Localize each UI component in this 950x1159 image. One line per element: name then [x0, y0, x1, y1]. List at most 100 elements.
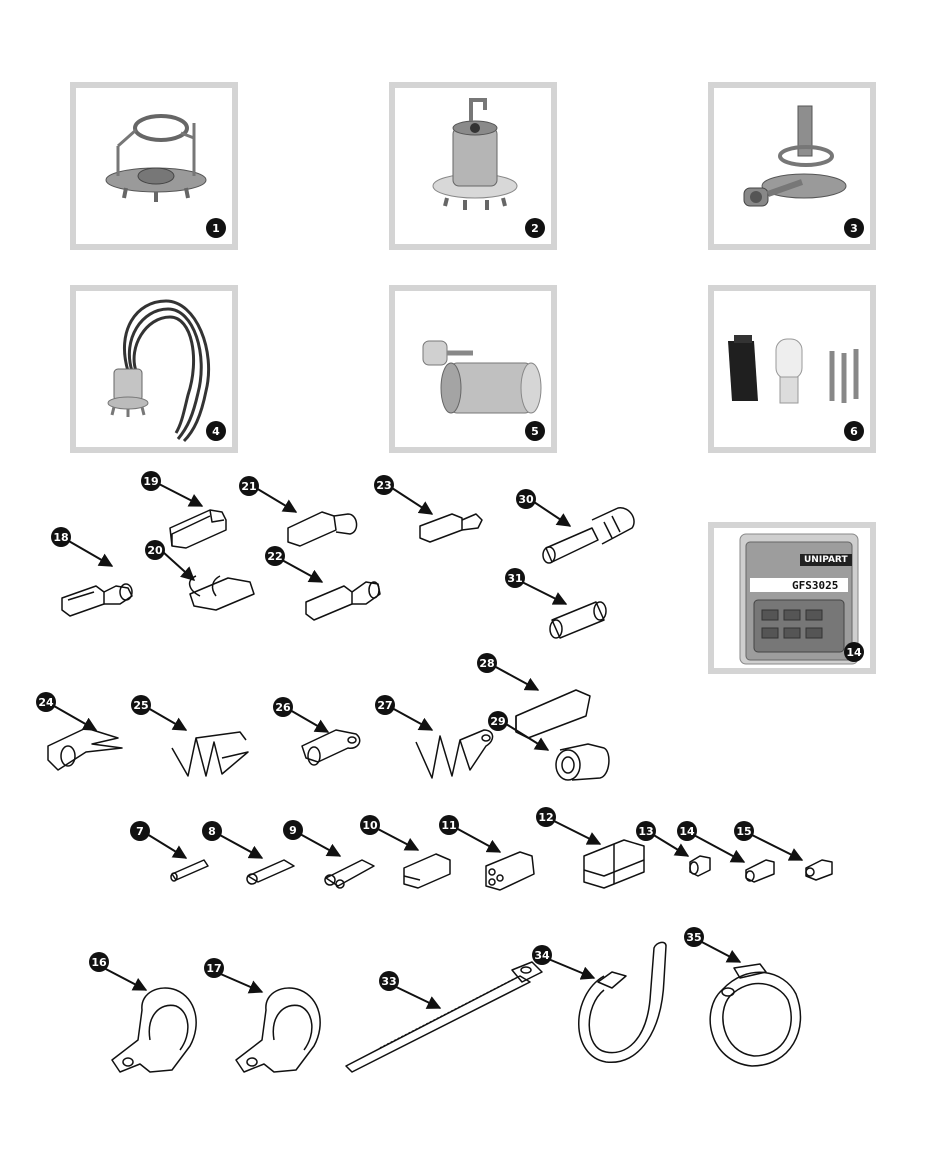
photo-box-1: 1 [70, 82, 238, 250]
ring-terminal-strip-27 [415, 729, 494, 779]
svg-text:10: 10 [362, 819, 378, 832]
triple-connector-10 [403, 853, 451, 889]
svg-text:9: 9 [289, 824, 297, 837]
photo-box-6: 6 [708, 285, 876, 453]
callout-19: 19 [141, 471, 161, 491]
photo-box-14: UNIPART GFS3025 14 [708, 522, 876, 674]
female-spade-with-clamp-20 [188, 575, 255, 611]
callout-34: 34 [532, 945, 552, 965]
glass-fuse-31 [549, 601, 607, 639]
strap-clip-34 [578, 941, 667, 1063]
callout-6: 6 [844, 421, 864, 441]
callout-25: 25 [131, 695, 151, 715]
svg-text:14: 14 [679, 825, 695, 838]
callout-30: 30 [516, 489, 536, 509]
callout-24: 24 [36, 692, 56, 712]
callout-18: 18 [51, 527, 71, 547]
svg-text:31: 31 [507, 572, 522, 585]
callout-26: 26 [273, 697, 293, 717]
bulb-holder-with-mount-icon [743, 105, 847, 207]
callout-22: 22 [265, 546, 285, 566]
callout-16: 16 [89, 952, 109, 972]
svg-text:7: 7 [136, 825, 144, 838]
photo-box-3: 3 [708, 82, 876, 250]
callout-4: 4 [206, 421, 226, 441]
cable-tie-33 [345, 961, 543, 1073]
eyelet-cap-15 [805, 859, 833, 881]
svg-text:34: 34 [534, 949, 550, 962]
svg-text:23: 23 [376, 479, 391, 492]
fork-terminal-strip-25 [171, 731, 249, 777]
svg-text:11: 11 [441, 819, 456, 832]
bulb-holder-cylindrical-icon [422, 340, 542, 414]
svg-text:19: 19 [143, 475, 158, 488]
inline-fuse-holder-30 [542, 507, 635, 564]
p-clip-17 [235, 987, 321, 1073]
svg-text:29: 29 [490, 715, 505, 728]
callout-31: 31 [505, 568, 525, 588]
bullet-sleeve-23 [419, 513, 483, 543]
svg-text:24: 24 [38, 696, 54, 709]
callout-17: 17 [204, 958, 224, 978]
callout-13: 13 [636, 821, 656, 841]
callout-23: 23 [374, 475, 394, 495]
callout-10: 10 [360, 815, 380, 835]
callout-14-pack: 14 [844, 642, 864, 662]
pack-brand: UNIPART [800, 554, 852, 566]
end-cap-13 [689, 855, 711, 877]
bullet-end-14 [745, 859, 775, 883]
callout-14: 14 [677, 821, 697, 841]
pack-part-number: GFS3025 [792, 579, 839, 592]
ring-terminal-26 [301, 729, 361, 766]
photo-box-4: 4 [70, 285, 238, 453]
female-spade-connector-18 [61, 583, 133, 617]
svg-text:25: 25 [133, 699, 148, 712]
svg-text:30: 30 [518, 493, 534, 506]
bulb-holder-with-leads-icon [107, 299, 211, 443]
right-angle-sleeve-21 [287, 511, 358, 547]
callout-2: 2 [525, 218, 545, 238]
svg-text:12: 12 [538, 811, 553, 824]
svg-text:26: 26 [275, 701, 291, 714]
callout-5: 5 [525, 421, 545, 441]
spade-insulating-sleeve-19 [169, 509, 227, 549]
bullet-connector-7 [170, 859, 209, 882]
callout-35: 35 [684, 927, 704, 947]
fuse-assortment-pack-icon [739, 533, 859, 665]
p-clip-16 [111, 987, 197, 1073]
callout-20: 20 [145, 540, 165, 560]
svg-text:27: 27 [377, 699, 392, 712]
callout-badges: 18 19 20 21 22 23 30 31 24 25 26 27 28 2… [36, 471, 754, 991]
single-connector-8 [246, 859, 295, 885]
callout-3: 3 [844, 218, 864, 238]
svg-text:16: 16 [91, 956, 107, 969]
band-clamp-35 [709, 963, 802, 1067]
callout-8: 8 [202, 821, 222, 841]
callout-15: 15 [734, 821, 754, 841]
svg-text:33: 33 [381, 975, 396, 988]
quad-connector-11 [485, 851, 535, 891]
callout-11: 11 [439, 815, 459, 835]
callout-27: 27 [375, 695, 395, 715]
bulb-holder-with-clip-icon [105, 114, 207, 202]
capless-bulb-holder-kit-icon [728, 335, 859, 404]
double-connector-9 [324, 859, 375, 889]
callout-28: 28 [477, 653, 497, 673]
svg-text:22: 22 [267, 550, 282, 563]
svg-text:21: 21 [241, 480, 256, 493]
bulb-holder-bayonet-icon [432, 98, 518, 210]
callout-1: 1 [206, 218, 226, 238]
female-spade-connector-22 [305, 581, 381, 621]
callout-7: 7 [130, 821, 150, 841]
right-angle-boot-29 [555, 743, 610, 781]
callout-9: 9 [283, 820, 303, 840]
svg-text:17: 17 [206, 962, 221, 975]
svg-text:13: 13 [638, 825, 653, 838]
svg-text:35: 35 [686, 931, 701, 944]
callout-29: 29 [488, 711, 508, 731]
callout-21: 21 [239, 476, 259, 496]
photo-box-2: 2 [389, 82, 557, 250]
photo-box-5: 5 [389, 285, 557, 453]
multi-connector-block-12 [583, 839, 645, 889]
